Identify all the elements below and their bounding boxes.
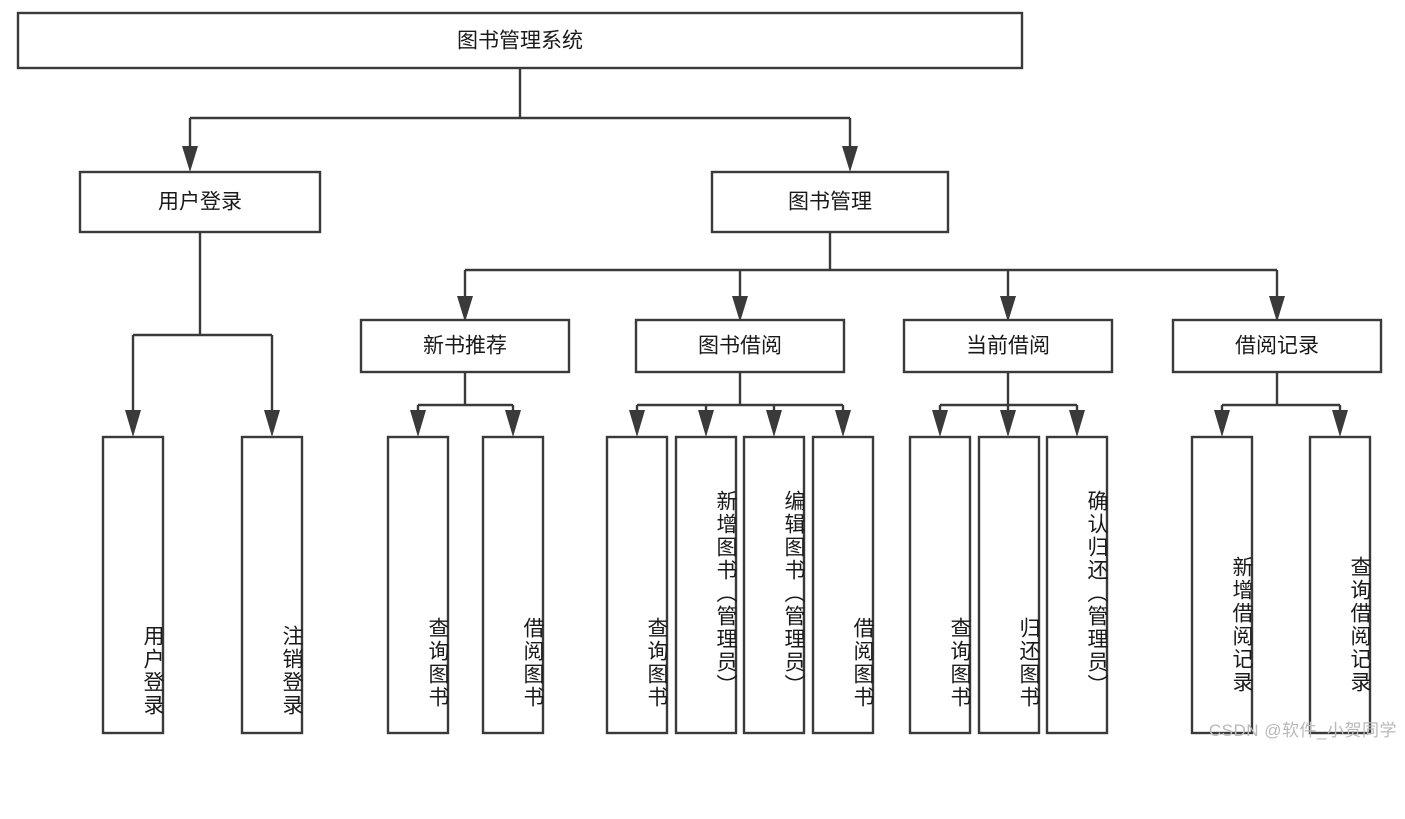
leaf-box-book-borrow-1[interactable]: [674, 435, 738, 735]
arrow-head-level3-1: [457, 296, 473, 322]
node-user-login[interactable]: 用户登录: [78, 170, 322, 234]
flowchart-canvas: 图书管理系统 用户登录 图书管理: [16, 11, 1397, 740]
arrow-head-level3-3: [1000, 296, 1016, 322]
connector-root-to-level2: [182, 68, 858, 172]
arrow-head-bb-3: [766, 410, 782, 437]
arrow-head-nbr-2: [505, 410, 521, 437]
arrow-head-cb-3: [1069, 410, 1085, 437]
leaf-box-current-borrow-2[interactable]: [1045, 435, 1109, 735]
leaf-box-user-login-0[interactable]: [101, 435, 165, 735]
leaf-box-current-borrow-1[interactable]: [977, 435, 1041, 735]
node-book-borrow[interactable]: 图书借阅: [634, 318, 846, 374]
arrow-head-level3-4: [1269, 296, 1285, 322]
arrow-head-user-login-1: [125, 410, 141, 437]
root-label: 图书管理系统: [457, 30, 583, 53]
node-borrow-record[interactable]: 借阅记录: [1171, 318, 1383, 374]
arrow-head-br-2: [1332, 410, 1348, 437]
node-book-manage[interactable]: 图书管理: [710, 170, 950, 234]
arrow-head-user-login-2: [264, 410, 280, 437]
leaf-box-new-book-0[interactable]: [386, 435, 450, 735]
arrow-head-bb-2: [698, 410, 714, 437]
leaf-box-book-borrow-3[interactable]: [811, 435, 875, 735]
arrow-head-br-1: [1214, 410, 1230, 437]
leaf-box-user-login-1[interactable]: [240, 435, 304, 735]
book-manage-label: 图书管理: [788, 191, 872, 214]
leaf-box-borrow-record-1[interactable]: [1308, 435, 1372, 735]
node-new-book-recommend[interactable]: 新书推荐: [359, 318, 571, 374]
borrow-record-box[interactable]: [1171, 318, 1383, 374]
book-manage-box[interactable]: [710, 170, 950, 234]
current-borrow-label: 当前借阅: [966, 335, 1050, 358]
arrow-head-bb-4: [835, 410, 851, 437]
connector-user-login-to-leaves: [125, 232, 280, 437]
arrow-head-nbr-1: [410, 410, 426, 437]
node-root[interactable]: 图书管理系统: [16, 11, 1024, 70]
flowchart-svg: 图书管理系统 用户登录 图书管理: [16, 11, 1383, 735]
connector-current-borrow-to-leaves: [932, 372, 1085, 437]
current-borrow-box[interactable]: [902, 318, 1114, 374]
leaf-box-book-borrow-2[interactable]: [742, 435, 806, 735]
arrow-head-level2-1: [182, 146, 198, 172]
leaf-box-book-borrow-0[interactable]: [605, 435, 669, 735]
arrow-head-cb-2: [1000, 410, 1016, 437]
connector-book-manage-to-level3: [457, 232, 1285, 322]
arrow-head-level2-2: [842, 146, 858, 172]
leaf-box-borrow-record-0[interactable]: [1190, 435, 1254, 735]
leaf-box-new-book-1[interactable]: [481, 435, 545, 735]
borrow-record-label: 借阅记录: [1235, 335, 1319, 358]
user-login-label: 用户登录: [158, 191, 242, 214]
new-book-recommend-label: 新书推荐: [423, 335, 507, 358]
node-current-borrow[interactable]: 当前借阅: [902, 318, 1114, 374]
arrow-head-bb-1: [629, 410, 645, 437]
book-borrow-label: 图书借阅: [698, 335, 782, 358]
connector-new-book-recommend-to-leaves: [410, 372, 521, 437]
connector-book-borrow-to-leaves: [629, 372, 851, 437]
arrow-head-cb-1: [932, 410, 948, 437]
book-borrow-box[interactable]: [634, 318, 846, 374]
connector-borrow-record-to-leaves: [1214, 372, 1348, 437]
root-box[interactable]: [16, 11, 1024, 70]
watermark-text: CSDN @软件_小贺同学: [1208, 721, 1397, 740]
new-book-recommend-box[interactable]: [359, 318, 571, 374]
arrow-head-level3-2: [732, 296, 748, 322]
leaf-box-current-borrow-0[interactable]: [908, 435, 972, 735]
